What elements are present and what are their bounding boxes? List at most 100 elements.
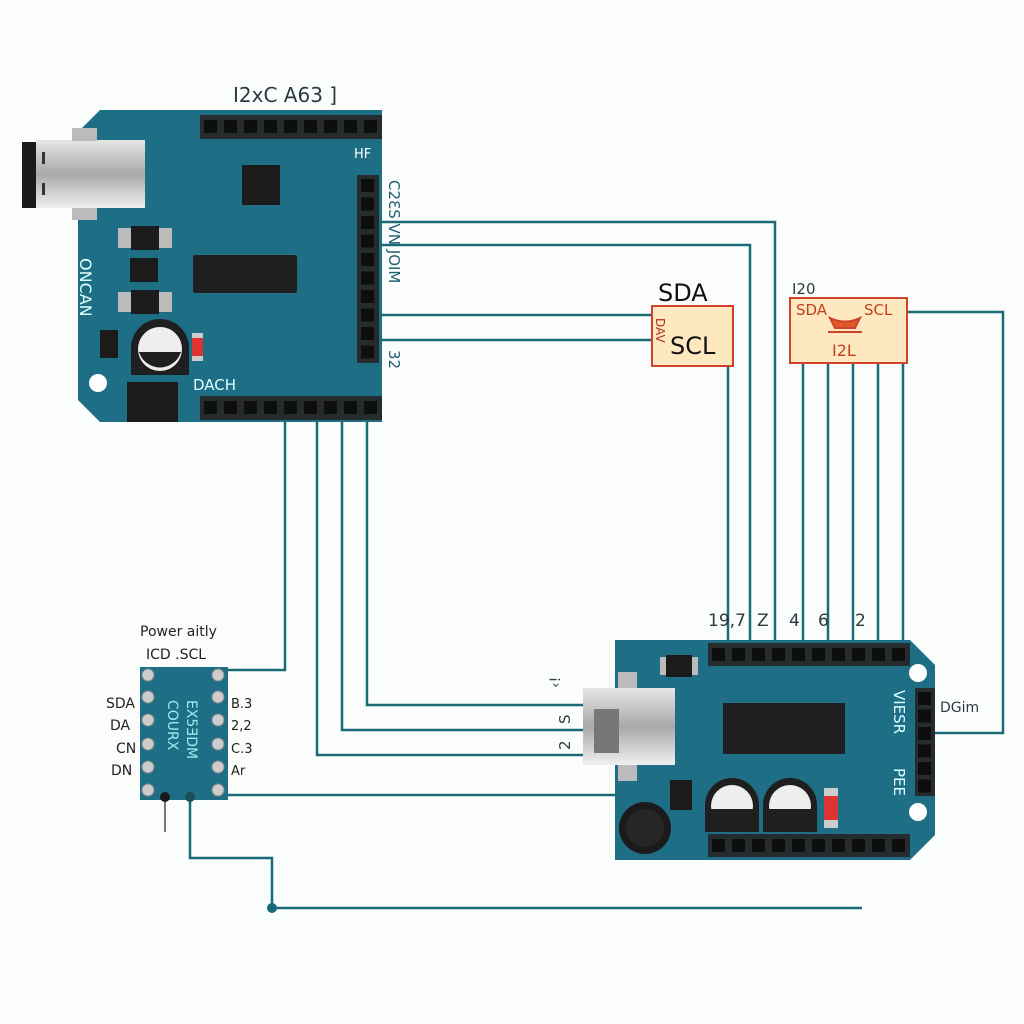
header-pin: [344, 120, 357, 133]
main-chip: [193, 255, 297, 293]
main-chip: [723, 703, 845, 754]
arduino-board-1: I2xC A63 ] HF C2ƐS VN JOIM 32 ONCAN DACH: [22, 83, 403, 422]
header-pin: [752, 648, 765, 661]
wire: [380, 243, 752, 640]
module-pin: [211, 713, 225, 727]
module-pin: [211, 668, 225, 682]
board2-side-label: VIESR: [890, 690, 908, 734]
header-pin: [344, 401, 357, 414]
module-pin: [141, 713, 155, 727]
top-pin-label: 2: [855, 611, 866, 631]
module-pin: [141, 783, 155, 797]
header-pin: [732, 839, 745, 852]
header-pin: [244, 120, 257, 133]
header-pin: [264, 401, 277, 414]
board1-side-label: C2ƐS VN JOIM: [385, 180, 403, 283]
header-pin: [284, 120, 297, 133]
board1-left-label: ONCAN: [76, 258, 95, 317]
header-pin: [324, 120, 337, 133]
wires: [188, 220, 1005, 910]
power-module-title: Power aitly: [140, 624, 217, 640]
i2c-bottom-label: I2L: [832, 341, 856, 360]
led: [824, 796, 838, 820]
wire: [907, 310, 1005, 735]
header-pin: [324, 401, 337, 414]
module-pin: [211, 783, 225, 797]
wire: [188, 797, 862, 910]
board2-right-label: DGim: [940, 700, 979, 716]
chip-symbol-icon: [827, 315, 863, 333]
pin-label-right: B.3: [231, 697, 252, 712]
board2-side-label2: PEE: [890, 768, 908, 796]
power-module-subtitle: ICD .SCL: [146, 647, 206, 663]
header-pin: [284, 401, 297, 414]
header-pin: [918, 692, 931, 705]
pin-label-left: SDA: [106, 696, 135, 712]
wire: [365, 420, 583, 707]
header-pin: [892, 839, 905, 852]
header-pin: [361, 197, 374, 211]
header-pin: [361, 179, 374, 192]
header-pin: [224, 120, 237, 133]
header-pin: [792, 839, 805, 852]
header-pin: [872, 648, 885, 661]
pin-label-left: DA: [110, 718, 131, 734]
header-pin: [892, 648, 905, 661]
header-pin: [792, 648, 805, 661]
header-pin: [304, 401, 317, 414]
header-pin: [224, 401, 237, 414]
header-pin: [361, 253, 374, 266]
header-pin: [918, 727, 931, 740]
module-pin: [141, 760, 155, 774]
header-pin: [918, 709, 931, 723]
board1-side-label2: 32: [385, 350, 403, 369]
header-pin: [852, 648, 865, 661]
i2c-top-label: I20: [792, 280, 816, 298]
wire-label: S: [556, 714, 574, 724]
header-pin: [732, 648, 745, 661]
pin-label-right: 2,2: [231, 719, 252, 734]
module-pin: [141, 690, 155, 704]
chip-text: EX5ƎDM: [183, 700, 199, 759]
header-pin: [304, 120, 317, 133]
header-pin: [918, 779, 931, 793]
pin-label-right: C.3: [231, 742, 252, 757]
top-pin-label: 4: [789, 611, 800, 631]
header-pin: [832, 839, 845, 852]
header-pin: [772, 839, 785, 852]
header-pin: [361, 271, 374, 285]
header-pin: [832, 648, 845, 661]
sda-label: SDA: [658, 279, 708, 307]
pin-label-left: CN: [116, 741, 136, 757]
header-pin: [361, 234, 374, 248]
wire-label: 2: [556, 740, 574, 750]
header-pin: [364, 120, 377, 133]
header-pin: [918, 762, 931, 775]
pin-label-right: Ar: [231, 764, 246, 779]
top-pin-label: Z: [757, 611, 769, 631]
power-jack: [22, 142, 36, 208]
header-pin: [712, 839, 725, 852]
i2c-scl-label: SCL: [864, 301, 893, 319]
power-module: Power aitly ICD .SCL SDA DA CN DN B.3 2,…: [106, 624, 252, 802]
header-pin: [772, 648, 785, 661]
header-pin: [364, 401, 377, 414]
wire: [315, 420, 583, 757]
header-pin: [204, 120, 217, 133]
mounting-hole: [909, 664, 927, 682]
header-pin: [712, 648, 725, 661]
module-pin: [141, 737, 155, 751]
header-pin: [361, 327, 374, 340]
mounting-hole: [909, 803, 927, 821]
header-pin: [872, 839, 885, 852]
header-pin: [361, 345, 374, 359]
wire: [340, 420, 583, 732]
scl-label: SCL: [670, 332, 716, 360]
sda-scl-module: SDA SCL DAV: [651, 279, 734, 367]
top-pin-label: 6: [818, 611, 829, 631]
module-pin: [211, 760, 225, 774]
header-pin: [361, 308, 374, 322]
top-pin-label: 19,7: [708, 611, 746, 631]
